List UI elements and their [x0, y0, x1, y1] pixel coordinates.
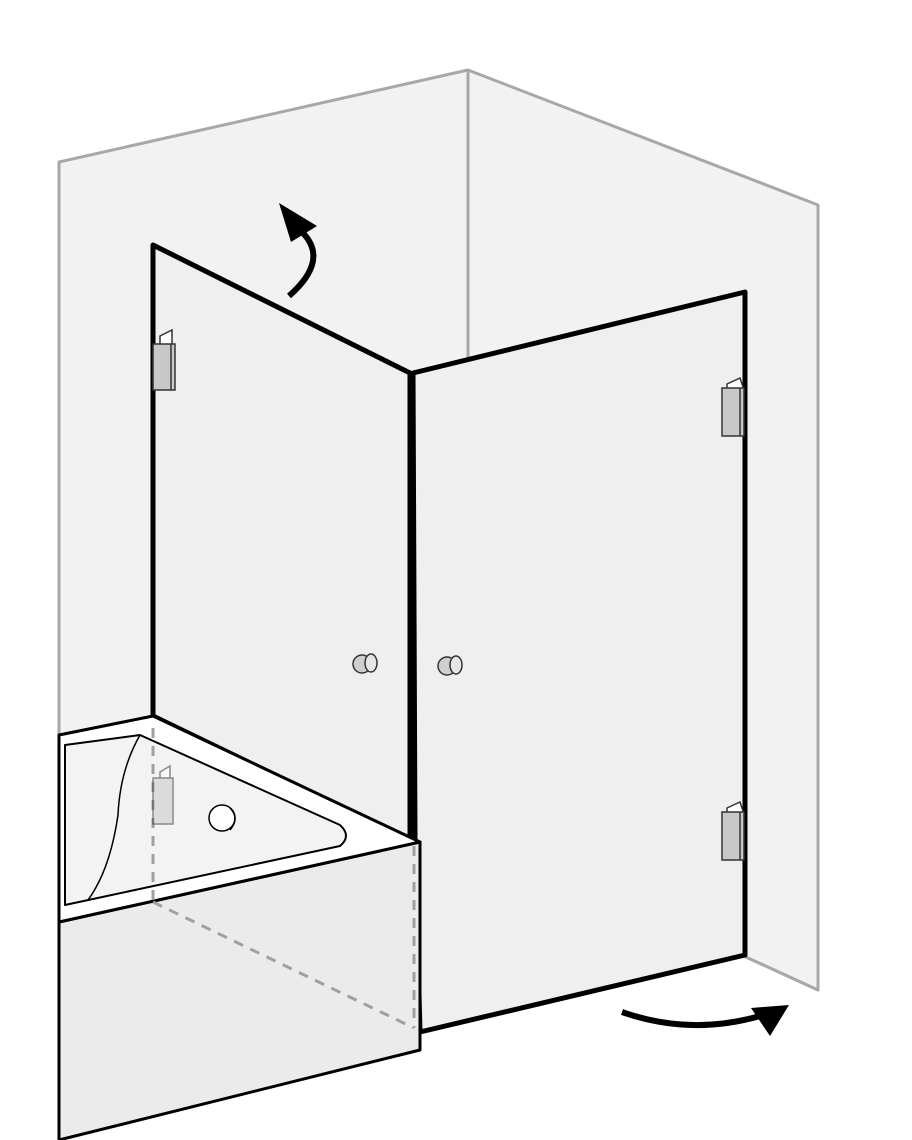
door-swing-arrow	[279, 203, 317, 299]
side-panel-glass	[410, 289, 748, 1035]
door-knob-icon	[352, 653, 463, 676]
tub-basin	[64, 734, 347, 906]
tub-basin-curve	[87, 734, 141, 901]
tub-drain-knob-rim	[229, 807, 236, 831]
hinge-side-top	[721, 376, 746, 437]
hidden-lines	[151, 728, 416, 1030]
door-knob-right	[437, 655, 463, 676]
swing-arrow-icon	[279, 203, 789, 1036]
hinge-side-bottom	[721, 800, 746, 861]
corner-seam	[411, 377, 418, 843]
side-glass-panel	[410, 289, 748, 1035]
bathtub	[57, 714, 422, 1140]
hinge-door-top	[152, 328, 176, 391]
hinge-icon	[152, 328, 746, 861]
hinge-door-tub	[152, 764, 174, 825]
hidden-base-diagonal	[152, 900, 415, 1030]
door-knob-left	[352, 653, 378, 674]
side-panel-swing-arrow	[621, 1005, 789, 1036]
